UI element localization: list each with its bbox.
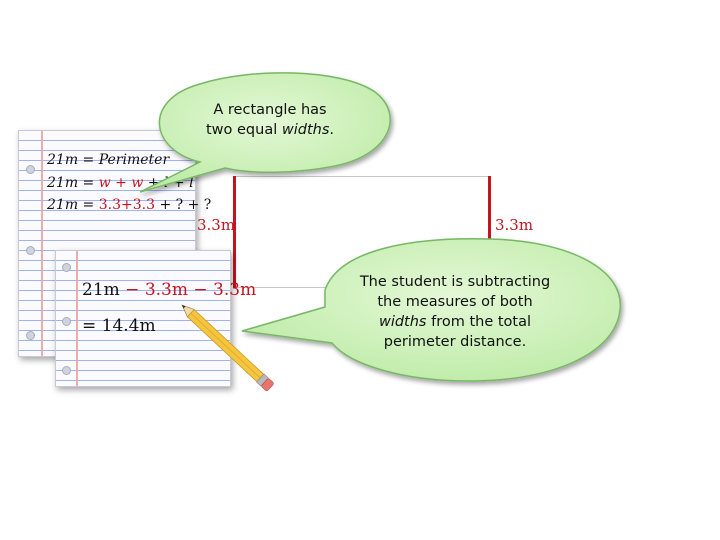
equation-perimeter: 21m = Perimeter <box>47 152 169 168</box>
width-value: 3.3 <box>98 197 121 213</box>
width-value: 3.3m <box>213 280 257 300</box>
bubble-bottom-line3: widths from the total <box>378 314 532 330</box>
equation-lhs: 21m = <box>47 152 99 168</box>
minus-sign: − <box>187 280 214 300</box>
paper-hole <box>62 366 71 375</box>
equation-substituted: 21m = 3.3+3.3 + ? + ? <box>47 197 211 213</box>
plus-sign: + <box>121 197 133 213</box>
width-value: 3.3m <box>144 280 188 300</box>
emphasis-widths: widths <box>281 122 330 138</box>
bubble-bottom-line4: perimeter distance. <box>383 334 527 350</box>
equation-lhs: 21m = <box>47 197 99 213</box>
emphasis-widths: widths <box>378 314 427 330</box>
left-width-label: 3.3m <box>197 216 236 234</box>
width-term: w <box>98 175 111 191</box>
bubble-top-line1: A rectangle has <box>213 102 327 118</box>
speech-bubble-bottom <box>241 238 621 382</box>
equation-result: = 14.4m <box>82 316 156 336</box>
width-value: 3.3 <box>132 197 155 213</box>
right-width-label: 3.3m <box>495 216 534 234</box>
paper-hole <box>62 317 71 326</box>
bubble-top-line2: two equal widths. <box>205 122 334 138</box>
width-term: w <box>131 175 144 191</box>
paper-hole <box>26 331 35 340</box>
minus-sign: − <box>119 280 145 300</box>
equation-rhs: Perimeter <box>98 152 170 168</box>
bubble-top-text: A rectangle has two equal widths. <box>180 100 360 140</box>
paper-hole <box>62 263 71 272</box>
paper-hole <box>26 165 35 174</box>
speech-bubble-top <box>139 72 391 193</box>
equation-lhs: 21m = <box>47 175 99 191</box>
rectangle-right-width <box>488 176 491 288</box>
rectangle-left-width <box>233 176 236 288</box>
total-perimeter: 21m <box>82 280 120 300</box>
notebook-sheet-back <box>18 130 196 357</box>
bubble-bottom-line2: the measures of both <box>377 294 533 310</box>
paper-margin-line <box>41 131 43 356</box>
unknown-terms: + ? + ? <box>155 197 212 213</box>
plus-sign: + <box>110 175 132 191</box>
equation-subtraction: 21m − 3.3m − 3.3m <box>82 280 256 300</box>
paper-margin-line <box>76 251 78 386</box>
pencil-icon <box>181 304 274 392</box>
bubble-bottom-line1: The student is subtracting <box>359 274 551 290</box>
paper-hole <box>26 246 35 255</box>
bubble-bottom-text: The student is subtracting the measures … <box>335 272 575 352</box>
